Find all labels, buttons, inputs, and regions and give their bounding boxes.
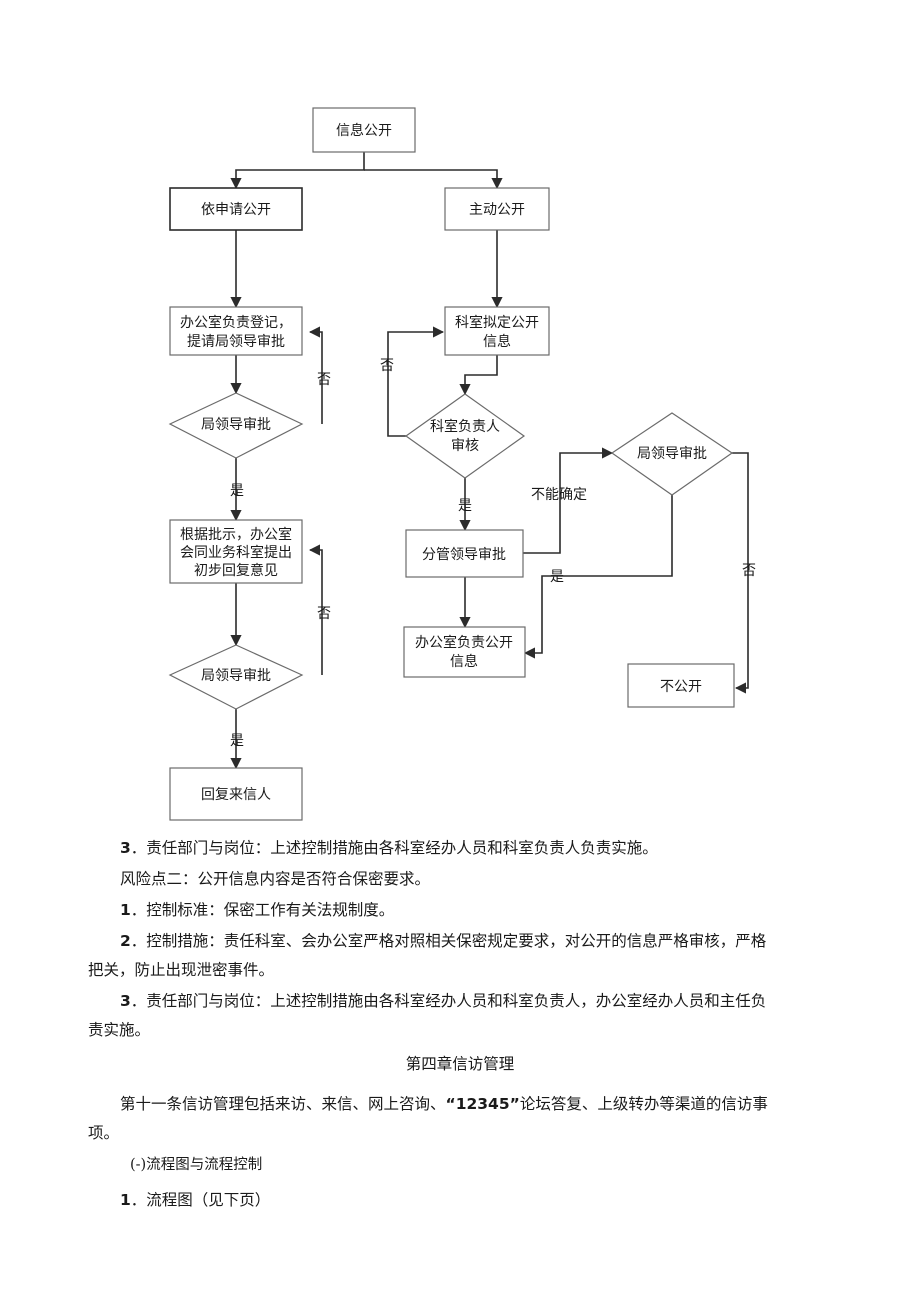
diamond-leader-approve-1	[168, 392, 304, 459]
para-responsibility-2-line1: 3．责任部门与岗位：上述控制措施由各科室经办人员和科室负责人，办公室经办人员和主…	[120, 987, 766, 1016]
box-vice-leader-approve	[405, 529, 524, 578]
diamond-leader-approve-3	[610, 412, 734, 496]
edge-label-yes-4: 是	[550, 569, 564, 585]
para-article-11-line2: 项。	[88, 1124, 120, 1142]
diamond-dept-head-review-line1: 科室负责人	[430, 418, 500, 435]
box-office-publish	[403, 626, 526, 678]
para-control-measures-line2: 把关，防止出现泄密事件。	[88, 961, 275, 979]
box-office-register	[169, 306, 303, 356]
box-instruction-line1: 根据批示，办公室	[180, 526, 292, 543]
edge-label-no-4: 否	[742, 563, 756, 579]
para-article-11-text-c: 论坛答复、上级转办等渠道的信访事	[519, 1095, 768, 1113]
para-control-standard-number: 1	[120, 901, 131, 919]
box-reply-label: 回复来信人	[201, 786, 271, 803]
diamond-leader-approve-2-label: 局领导审批	[201, 668, 271, 684]
box-vice-leader-approve-label: 分管领导审批	[422, 547, 506, 563]
box-office-register-line2: 提请局领导审批	[187, 334, 285, 350]
edge-label-yes-1: 是	[230, 483, 244, 499]
box-instruction-line3: 初步回复意见	[194, 562, 278, 579]
edge-label-yes-3: 是	[458, 498, 472, 514]
para-responsibility-1: 3．责任部门与岗位：上述控制措施由各科室经办人员和科室负责人负责实施。	[120, 834, 658, 863]
diamond-leader-approve-2	[168, 644, 304, 710]
edge-label-no-3: 否	[380, 358, 394, 374]
para-responsibility-2-number: 3	[120, 992, 131, 1010]
para-responsibility-2-line2: 责实施。	[88, 1021, 151, 1039]
section-heading-flow: (-)流程图与流程控制	[130, 1157, 263, 1173]
box-info-public	[312, 107, 416, 153]
para-control-standard: 1．控制标准：保密工作有关法规制度。	[120, 896, 394, 925]
para-control-measures-number: 2	[120, 932, 131, 950]
box-instruction-line2: 会同业务科室提出	[180, 544, 292, 561]
box-office-publish-line1: 办公室负责公开	[415, 634, 513, 651]
para-risk-point-2: 风险点二：公开信息内容是否符合保密要求。	[120, 870, 431, 888]
box-by-request	[169, 187, 303, 231]
box-dept-draft-line1: 科室拟定公开	[455, 314, 539, 331]
box-active-label: 主动公开	[469, 202, 525, 218]
edge-label-no-1: 否	[317, 372, 331, 388]
box-info-public-label: 信息公开	[336, 122, 392, 139]
box-instruction	[169, 519, 303, 584]
para-flowchart-ref-number: 1	[120, 1191, 131, 1209]
box-reply	[169, 767, 303, 821]
box-office-register-line1: 办公室负责登记，	[180, 314, 292, 331]
box-dept-draft	[444, 306, 550, 356]
para-control-measures-text: ．控制措施：责任科室、会办公室严格对照相关保密规定要求，对公开的信息严格审核，严…	[130, 932, 767, 950]
para-responsibility-2-text: ．责任部门与岗位：上述控制措施由各科室经办人员和科室负责人，办公室经办人员和主任…	[130, 992, 767, 1010]
box-not-public	[627, 663, 735, 708]
box-office-publish-line2: 信息	[450, 653, 478, 670]
para-responsibility-1-number: 3	[120, 839, 131, 857]
para-flowchart-ref: 1．流程图（见下页）	[120, 1186, 270, 1215]
para-article-11-line1: 第十一条信访管理包括来访、来信、网上咨询、“12345”论坛答复、上级转办等渠道…	[120, 1090, 768, 1119]
box-dept-draft-line2: 信息	[483, 333, 511, 350]
diamond-leader-approve-3-label: 局领导审批	[637, 446, 707, 462]
diamond-dept-head-review	[404, 393, 526, 479]
edge-label-uncertain: 不能确定	[531, 487, 587, 503]
para-control-measures-line1: 2．控制措施：责任科室、会办公室严格对照相关保密规定要求，对公开的信息严格审核，…	[120, 927, 766, 956]
para-responsibility-1-text: ．责任部门与岗位：上述控制措施由各科室经办人员和科室负责人负责实施。	[130, 839, 658, 857]
diamond-leader-approve-1-label: 局领导审批	[201, 417, 271, 433]
para-article-11-hotline: “12345”	[445, 1095, 520, 1113]
para-flowchart-ref-text: ．流程图（见下页）	[130, 1191, 271, 1209]
box-by-request-label: 依申请公开	[201, 202, 271, 218]
chapter-heading: 第四章信访管理	[405, 1055, 515, 1073]
edge-label-yes-2: 是	[230, 733, 244, 749]
para-control-standard-text: ．控制标准：保密工作有关法规制度。	[130, 901, 395, 919]
para-article-11-text-a: 第十一条信访管理包括来访、来信、网上咨询、	[120, 1095, 446, 1113]
box-active	[444, 187, 550, 231]
edge-label-no-2: 否	[317, 606, 331, 622]
flowchart: 信息公开 依申请公开 主动公开 办公室负责登记， 提请局领导审批 科室拟定公开 …	[168, 107, 756, 821]
box-not-public-label: 不公开	[660, 679, 702, 695]
connectors	[230, 152, 749, 770]
diamond-dept-head-review-line2: 审核	[451, 438, 479, 454]
